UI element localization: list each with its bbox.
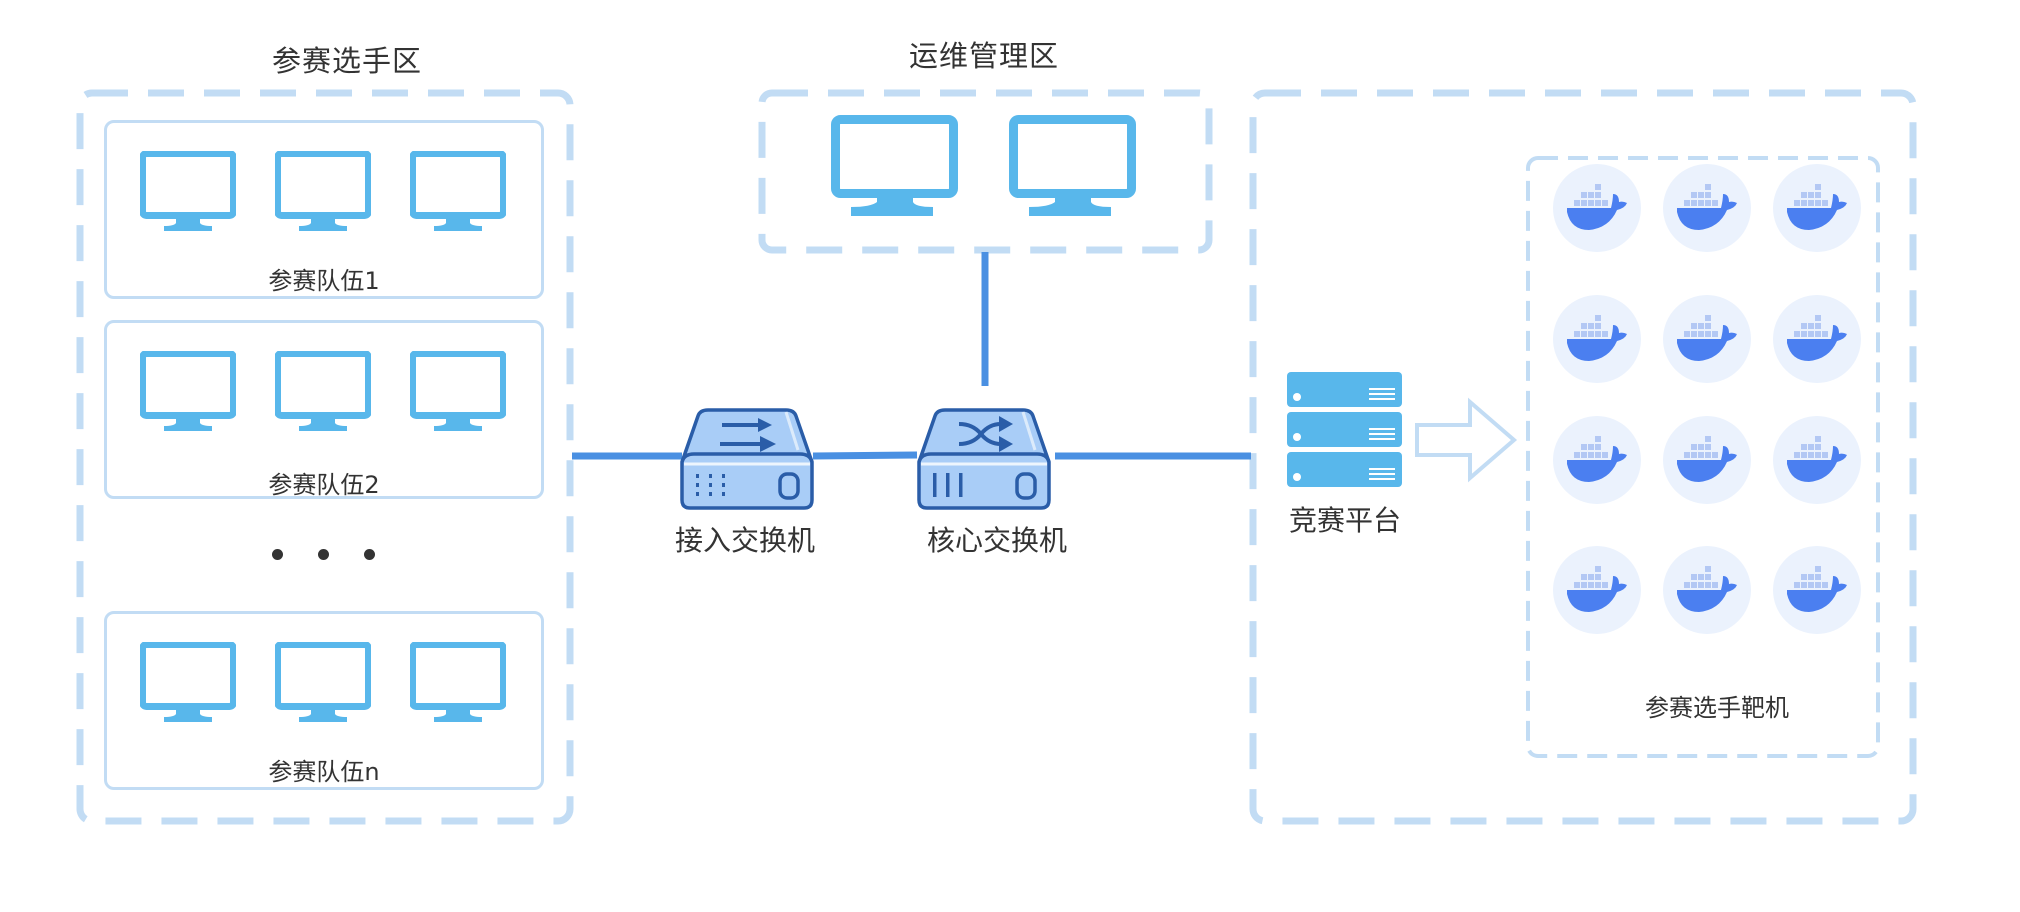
ops-computer-icon bbox=[831, 115, 958, 216]
core-switch-icon bbox=[917, 408, 1051, 510]
ellipsis-dot bbox=[318, 549, 329, 560]
computer-icon bbox=[140, 351, 236, 431]
team-label: 参赛队伍2 bbox=[268, 471, 380, 499]
team-box: 参赛队伍2 bbox=[104, 320, 544, 499]
ops-zone-title: 运维管理区 bbox=[908, 39, 1060, 73]
docker-container-icon bbox=[1773, 416, 1861, 504]
deploy-arrow-icon bbox=[1415, 397, 1518, 483]
docker-container-icon bbox=[1553, 295, 1641, 383]
docker-container-icon bbox=[1553, 546, 1641, 634]
computer-icon bbox=[410, 642, 506, 722]
participant-zone-border bbox=[76, 89, 574, 825]
server-rack-icon bbox=[1287, 372, 1402, 487]
server-unit bbox=[1287, 372, 1402, 407]
docker-container-icon bbox=[1773, 295, 1861, 383]
targets-zone-border bbox=[1526, 156, 1880, 758]
docker-container-icon bbox=[1663, 546, 1751, 634]
docker-container-icon bbox=[1773, 546, 1861, 634]
platform-zone-border bbox=[1249, 89, 1917, 825]
ellipsis-dot bbox=[272, 549, 283, 560]
docker-container-icon bbox=[1663, 164, 1751, 252]
link-access-core bbox=[812, 451, 918, 460]
docker-container-icon bbox=[1663, 295, 1751, 383]
computer-icon bbox=[275, 642, 371, 722]
docker-container-icon bbox=[1553, 164, 1641, 252]
computer-icon bbox=[275, 351, 371, 431]
team-label: 参赛队伍1 bbox=[268, 267, 380, 295]
computer-icon bbox=[140, 642, 236, 722]
computer-icon bbox=[275, 151, 371, 231]
docker-container-icon bbox=[1663, 416, 1751, 504]
team-box: 参赛队伍n bbox=[104, 611, 544, 790]
server-unit bbox=[1287, 412, 1402, 447]
targets-label: 参赛选手靶机 bbox=[1645, 694, 1789, 722]
computer-icon bbox=[410, 351, 506, 431]
access-switch-icon bbox=[680, 408, 814, 510]
server-unit bbox=[1287, 452, 1402, 487]
ops-computer-icon bbox=[1009, 115, 1136, 216]
computer-icon bbox=[410, 151, 506, 231]
participant-zone-title: 参赛选手区 bbox=[271, 44, 423, 78]
docker-container-icon bbox=[1553, 416, 1641, 504]
core-switch-label: 核心交换机 bbox=[926, 524, 1068, 557]
ops-zone-border bbox=[758, 89, 1213, 254]
access-switch-label: 接入交换机 bbox=[674, 524, 816, 557]
ellipsis-dot bbox=[364, 549, 375, 560]
platform-label: 竞赛平台 bbox=[1288, 504, 1402, 537]
team-box: 参赛队伍1 bbox=[104, 120, 544, 299]
team-label: 参赛队伍n bbox=[268, 758, 380, 786]
computer-icon bbox=[140, 151, 236, 231]
docker-container-icon bbox=[1773, 164, 1861, 252]
